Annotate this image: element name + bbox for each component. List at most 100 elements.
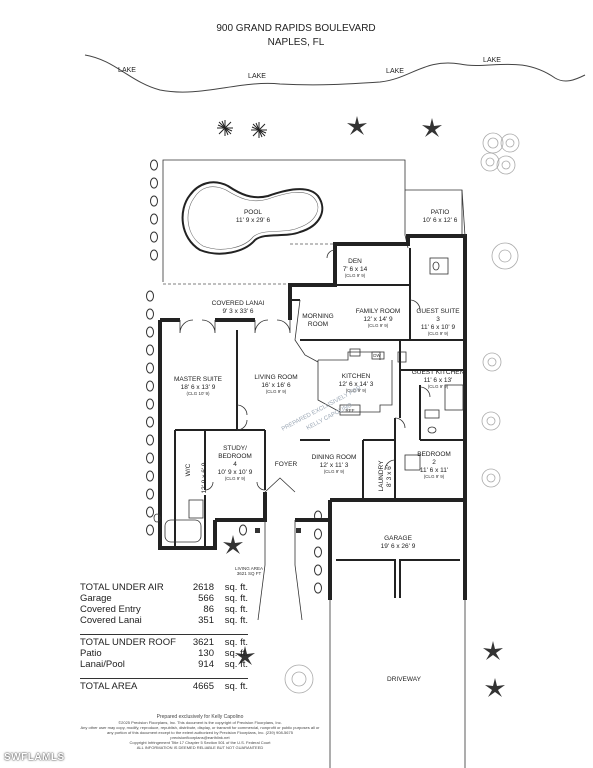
pool-inner-edge	[187, 186, 319, 250]
guest-kitchen-label: GUEST KITCHEN	[412, 369, 465, 376]
area-label: Lanai/Pool	[80, 659, 125, 670]
driveway-edge	[329, 600, 466, 768]
living-room-label: LIVING ROOM	[254, 374, 297, 381]
area-unit: sq. ft.	[224, 659, 248, 670]
dining-room-label: DINING ROOM	[312, 454, 357, 461]
area-unit: sq. ft.	[224, 582, 248, 593]
area-value: 914	[198, 659, 214, 670]
bedroom2-label-1: BEDROOM	[417, 451, 451, 458]
area-row: Covered Lanai 351 sq. ft.	[80, 615, 248, 626]
laundry-label: LAUNDRY	[378, 460, 385, 492]
area-total-unit: sq. ft.	[224, 681, 248, 692]
area-label: Covered Entry	[80, 604, 141, 615]
wic-label: W/C	[185, 463, 192, 476]
family-room-clg: (CLG 9' 9)	[368, 323, 389, 328]
area-value: 2618	[192, 582, 214, 593]
kitchen-dim: 12' 6 x 14' 3	[339, 381, 374, 388]
area-row: Covered Entry 86 sq. ft.	[80, 604, 248, 615]
morning-room-bay	[294, 299, 319, 363]
area-label: TOTAL UNDER AIR	[80, 582, 164, 593]
area-unit: sq. ft.	[224, 593, 248, 604]
master-suite-clg: (CLG 10' 9)	[186, 391, 210, 396]
study-label-2: BEDROOM	[218, 453, 252, 460]
credit-line: any portion of this document except to t…	[107, 730, 293, 740]
entry-walk	[257, 520, 303, 621]
palm-icon-4	[483, 641, 503, 660]
guest-suite-clg: (CLG 9' 9)	[428, 331, 449, 336]
lanai-label: COVERED LANAI	[212, 300, 265, 307]
plant-icon-1	[217, 120, 233, 136]
pool-enclosure	[162, 159, 409, 282]
exterior-walls	[158, 234, 467, 600]
den-clg: (CLG 9' 9)	[345, 273, 366, 278]
master-suite-dim: 18' 6 x 13' 9	[181, 384, 216, 391]
hedge-left	[146, 159, 158, 536]
credit-line: Any other user may copy, modify, reprodu…	[80, 725, 320, 730]
dw-label: DW	[373, 353, 381, 358]
area-label: Garage	[80, 593, 112, 604]
area-label: Covered Lanai	[80, 615, 142, 626]
dining-room-clg: (CLG 9' 9)	[324, 469, 345, 474]
wic-dim: 12' 9 x 6' 9	[201, 462, 208, 493]
credit-line: ©2025 Precision Floorplans, Inc. This do…	[118, 720, 282, 725]
area-value: 130	[198, 648, 214, 659]
area-summary: TOTAL UNDER AIR 2618 sq. ft. Garage 566 …	[80, 582, 248, 692]
area-value: 86	[203, 604, 214, 615]
property-line	[461, 189, 466, 237]
bedroom2-clg: (CLG 9' 9)	[424, 474, 445, 479]
den-label: DEN	[348, 258, 362, 265]
area-unit: sq. ft.	[224, 637, 248, 648]
living-room-clg: (CLG 9' 9)	[266, 389, 287, 394]
area-total-value: 4665	[192, 681, 214, 692]
study-label-1: STUDY/	[223, 445, 247, 452]
area-unit: sq. ft.	[224, 604, 248, 615]
guest-suite-label-1: GUEST SUITE	[416, 308, 460, 315]
family-room-dim: 12' x 14' 9	[363, 316, 393, 323]
study-label-3: 4	[233, 461, 237, 468]
area-row: TOTAL UNDER ROOF 3621 sq. ft.	[80, 637, 248, 648]
dining-room-dim: 12' x 11' 3	[320, 462, 349, 469]
pool-shape	[181, 181, 324, 255]
guest-kitchen-clg: (CLG 9' 9)	[428, 384, 449, 389]
area-row: Garage 566 sq. ft.	[80, 593, 248, 604]
morning-room-label-2: ROOM	[308, 321, 328, 328]
pool-dim: 11' 9 x 29' 6	[236, 217, 271, 224]
area-row: Patio 130 sq. ft.	[80, 648, 248, 659]
area-unit: sq. ft.	[224, 648, 248, 659]
door-swings	[179, 249, 431, 493]
area-row: Lanai/Pool 914 sq. ft.	[80, 659, 248, 670]
credit-line: ALL INFORMATION IS DEEMED RELIABLE BUT N…	[136, 745, 264, 750]
area-divider	[80, 634, 248, 635]
palm-icon-1	[347, 116, 367, 135]
garage-label: GARAGE	[384, 535, 412, 542]
living-area-tag-2: 3621 SQ FT	[237, 571, 262, 576]
area-value: 3621	[192, 637, 214, 648]
mls-watermark: SWFLAMLS	[4, 752, 65, 763]
lake-label-4: LAKE	[483, 57, 501, 64]
shrub-icon-group	[284, 132, 520, 694]
garage-doors	[336, 559, 460, 598]
morning-room-label-1: MORNING	[302, 313, 333, 320]
guest-suite-label-2: 3	[436, 316, 440, 323]
area-unit: sq. ft.	[224, 615, 248, 626]
lake-label-1: LAKE	[118, 67, 136, 74]
bedroom2-label-2: 2	[432, 459, 436, 466]
area-value: 566	[198, 593, 214, 604]
credit-line: Copyright Infringement Title 17 Chapter …	[129, 740, 271, 745]
area-value: 351	[198, 615, 214, 626]
family-room-label: FAMILY ROOM	[356, 308, 401, 315]
area-total-label: TOTAL AREA	[80, 681, 138, 692]
guest-suite-dim: 11' 6 x 10' 9	[421, 324, 456, 331]
lake-shoreline	[84, 54, 586, 93]
patio-dim: 10' 6 x 12' 6	[423, 217, 458, 224]
laundry-dim: 8' 3 x 6'	[386, 465, 393, 487]
interior-walls	[174, 248, 465, 548]
master-suite-label: MASTER SUITE	[174, 376, 223, 383]
guest-kitchen-dim: 11' 6 x 13'	[424, 377, 453, 384]
hedge-entry	[239, 510, 322, 594]
palm-icon-5	[485, 678, 505, 697]
palm-icon-2	[422, 118, 442, 137]
range-icon	[349, 348, 361, 357]
living-room-dim: 16' x 16' 6	[261, 382, 291, 389]
